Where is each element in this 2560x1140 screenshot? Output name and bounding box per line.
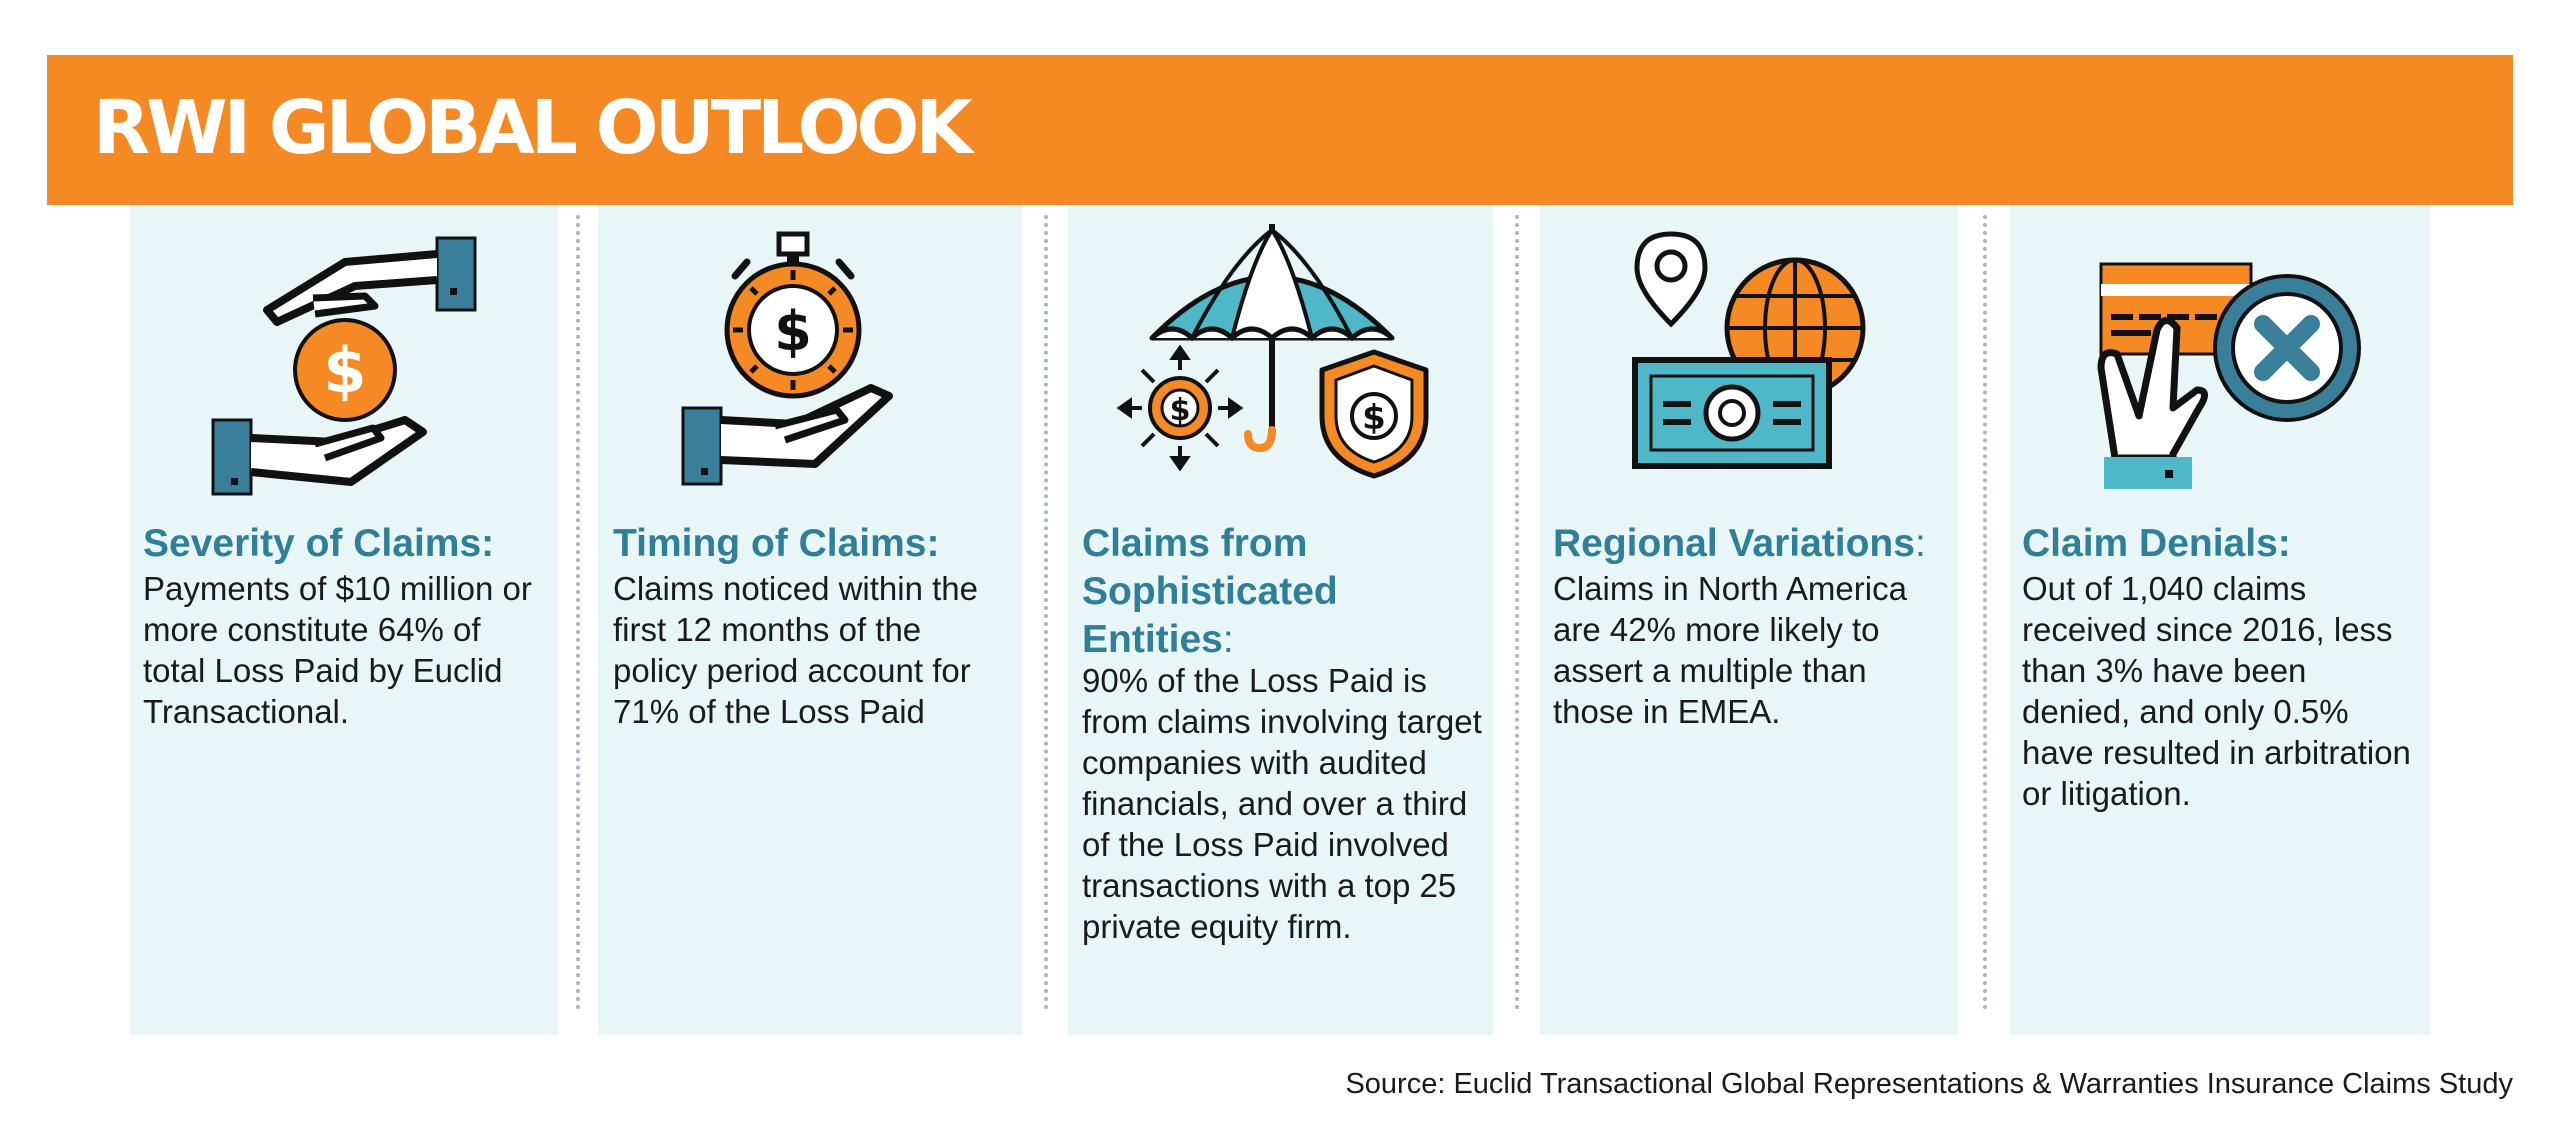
heading-text: Claim Denials: [2022, 522, 2291, 565]
column-body-timing: Claims noticed within the first 12 month… [613, 570, 978, 730]
column-body-severity: Payments of $10 million or more constitu… [143, 570, 532, 730]
hand-passing-coin-icon: $ [205, 232, 495, 507]
column-body-regional: Claims in North America are 42% more lik… [1553, 570, 1907, 730]
source-citation: Source: Euclid Transactional Global Repr… [1345, 1068, 2513, 1100]
stopwatch-dollar-hand-icon: $ [675, 228, 905, 493]
column-divider [1983, 215, 1987, 1010]
column-body-sophisticated: 90% of the Loss Paid is from claims invo… [1082, 662, 1482, 945]
column-divider [576, 215, 580, 1010]
column-heading-regional: Regional Variations: [1553, 520, 1953, 568]
svg-text:$: $ [774, 300, 812, 363]
heading-colon: : [1222, 618, 1234, 661]
credit-card-denied-icon [2095, 258, 2375, 494]
umbrella-shield-coin-icon: $ $ [1112, 220, 1442, 480]
column-heading-denials: Claim Denials: [2022, 520, 2422, 568]
title-banner: RWI GLOBAL OUTLOOK [47, 55, 2513, 205]
column-heading-sophisticated: Claims from Sophisticated Entities: [1082, 520, 1382, 664]
column-heading-timing: Timing of Claims: [613, 520, 1013, 568]
heading-text: Regional Variations [1553, 522, 1915, 565]
svg-text:$: $ [323, 334, 366, 407]
svg-text:$: $ [1362, 398, 1386, 438]
panel-sophisticated [1068, 205, 1493, 1035]
heading-text: Claims from Sophisticated Entities [1082, 522, 1338, 661]
heading-colon: : [1914, 522, 1926, 565]
page-title: RWI GLOBAL OUTLOOK [93, 85, 973, 171]
column-divider [1044, 215, 1048, 1010]
heading-text: Severity of Claims: [143, 522, 495, 565]
column-divider [1515, 215, 1519, 1010]
globe-location-banknote-icon [1625, 228, 1875, 478]
column-body-denials: Out of 1,040 claims received since 2016,… [2022, 570, 2411, 812]
column-heading-severity: Severity of Claims: [143, 520, 543, 568]
svg-text:$: $ [1170, 393, 1191, 428]
heading-text: Timing of Claims: [613, 522, 940, 565]
